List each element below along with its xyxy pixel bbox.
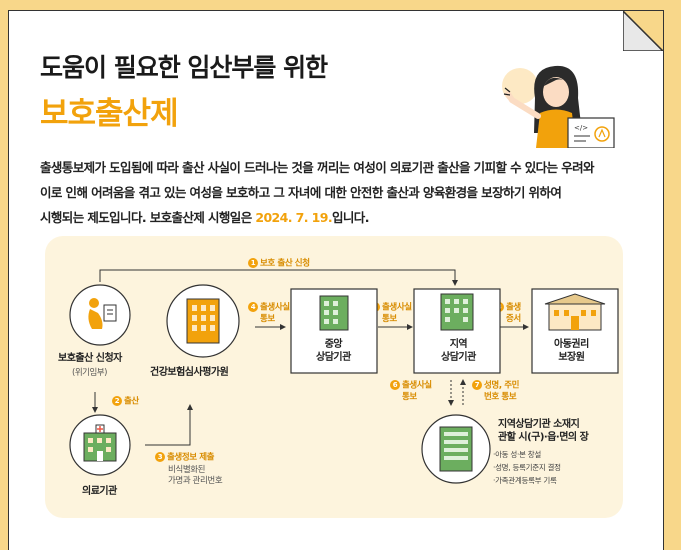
page-title-line2: 보호출산제 bbox=[40, 96, 179, 132]
process-diagram bbox=[45, 236, 623, 518]
ncrc-building-icon bbox=[531, 288, 619, 374]
regional-center-icon bbox=[413, 288, 501, 374]
central-center-icon bbox=[290, 288, 378, 374]
step-3-sub1: 비식별화된 bbox=[168, 465, 206, 475]
local-gov-duties: ·아동 성·본 창설 ·성명, 등록기준지 결정 ·가족관계등록부 기록 bbox=[493, 450, 561, 485]
svg-text:</>: </> bbox=[574, 124, 588, 132]
woman-with-laptop-illustration: </> bbox=[502, 65, 615, 148]
node-applicant: 보호출산 신청자 bbox=[58, 353, 122, 364]
pregnant-woman-icon bbox=[69, 284, 131, 346]
page-title-line1: 도움이 필요한 임산부를 위한 bbox=[40, 53, 328, 82]
local-gov-building-icon bbox=[421, 414, 491, 484]
node-hospital: 의료기관 bbox=[82, 486, 117, 497]
hospital-icon bbox=[69, 414, 131, 476]
page-fold-icon bbox=[623, 11, 663, 51]
step-3-sub2: 가명과 관리번호 bbox=[168, 476, 223, 486]
node-hira: 건강보험심사평가원 bbox=[150, 367, 229, 378]
node-applicant-sub: (위기임부) bbox=[72, 368, 107, 378]
intro-paragraph: 출생통보제가 도입됨에 따라 출산 사실이 드러나는 것을 꺼리는 여성이 의료… bbox=[40, 160, 595, 225]
hira-building-icon bbox=[166, 284, 240, 358]
